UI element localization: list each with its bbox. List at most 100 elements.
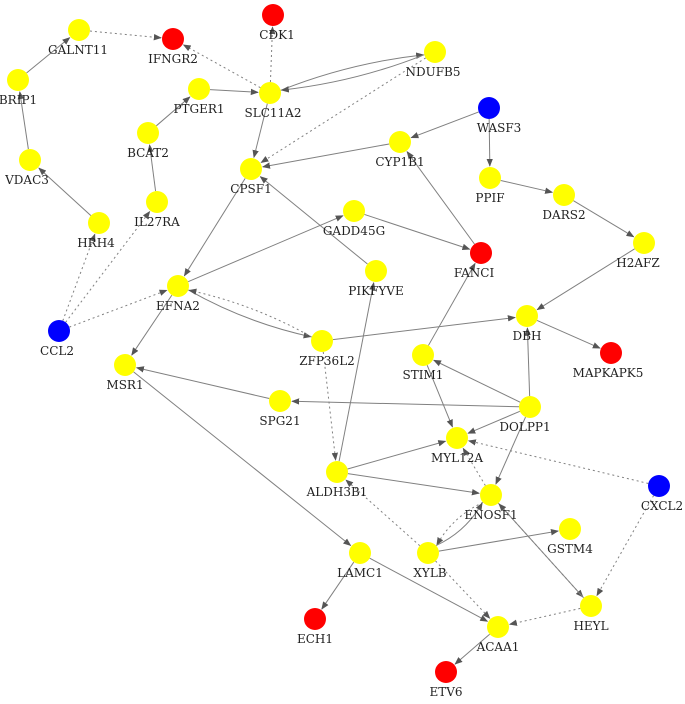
edge-slc11a2-to-ndufb5 (280, 52, 425, 91)
node-stim1[interactable]: STIM1 (403, 344, 444, 382)
node-circle-lamc1[interactable] (349, 542, 371, 564)
node-slc11a2[interactable]: SLC11A2 (245, 82, 302, 120)
node-circle-dars2[interactable] (553, 184, 575, 206)
node-circle-dolpp1[interactable] (519, 396, 541, 418)
node-circle-cyp1b1[interactable] (389, 131, 411, 153)
node-label-ifngr2: IFNGR2 (148, 52, 198, 66)
edge-dolpp1-to-stim1 (433, 359, 521, 403)
node-heyl[interactable]: HEYL (573, 595, 609, 633)
node-etv6[interactable]: ETV6 (429, 661, 463, 699)
node-dolpp1[interactable]: DOLPP1 (499, 396, 551, 434)
node-zfp36l2[interactable]: ZFP36L2 (299, 330, 355, 368)
node-mapkapk5[interactable]: MAPKAPK5 (573, 342, 644, 380)
node-cyp1b1[interactable]: CYP1B1 (375, 131, 425, 169)
node-circle-cxcl2[interactable] (648, 475, 670, 497)
node-circle-galnt11[interactable] (68, 19, 90, 41)
node-dbh[interactable]: DBH (513, 305, 542, 343)
node-circle-ifngr2[interactable] (162, 28, 184, 50)
edge-lamc1-to-acaa1 (369, 557, 489, 622)
edge-cxcl2-to-heyl (596, 495, 655, 597)
node-spg21[interactable]: SPG21 (259, 390, 301, 428)
node-ifngr2[interactable]: IFNGR2 (148, 28, 198, 66)
node-cpsf1[interactable]: CPSF1 (230, 158, 272, 196)
node-circle-enosf1[interactable] (480, 484, 502, 506)
edge-h2afz-to-dbh (536, 248, 635, 311)
edge-brip1-to-galnt11 (26, 37, 71, 74)
edge-dolpp1-to-dbh (524, 327, 531, 397)
node-circle-cdk1[interactable] (262, 4, 284, 26)
node-circle-hrh4[interactable] (88, 212, 110, 234)
node-circle-brip1[interactable] (7, 69, 29, 91)
node-cxcl2[interactable]: CXCL2 (641, 475, 683, 513)
node-label-dars2: DARS2 (542, 208, 585, 222)
node-brip1[interactable]: BRIP1 (0, 69, 37, 107)
node-enosf1[interactable]: ENOSF1 (464, 484, 518, 522)
node-circle-msr1[interactable] (114, 354, 136, 376)
node-dars2[interactable]: DARS2 (542, 184, 586, 222)
node-xylb[interactable]: XYLB (413, 542, 447, 580)
node-ech1[interactable]: ECH1 (297, 608, 333, 646)
node-circle-gadd45g[interactable] (343, 200, 365, 222)
node-vdac3[interactable]: VDAC3 (4, 149, 49, 187)
node-circle-aldh3b1[interactable] (326, 461, 348, 483)
node-ndufb5[interactable]: NDUFB5 (405, 41, 461, 79)
node-h2afz[interactable]: H2AFZ (616, 232, 660, 270)
node-label-pikfyve: PIKFYVE (348, 284, 403, 298)
node-circle-spg21[interactable] (269, 390, 291, 412)
node-circle-ndufb5[interactable] (424, 41, 446, 63)
node-circle-ccl2[interactable] (48, 320, 70, 342)
node-myl12a[interactable]: MYL12A (431, 427, 483, 465)
node-circle-zfp36l2[interactable] (311, 330, 333, 352)
node-galnt11[interactable]: GALNT11 (48, 19, 108, 57)
node-circle-vdac3[interactable] (19, 149, 41, 171)
node-circle-ptger1[interactable] (188, 78, 210, 100)
node-fanci[interactable]: FANCI (454, 242, 495, 280)
node-circle-cpsf1[interactable] (240, 158, 262, 180)
node-circle-gstm4[interactable] (559, 518, 581, 540)
node-circle-efna2[interactable] (167, 275, 189, 297)
node-acaa1[interactable]: ACAA1 (476, 616, 520, 654)
node-circle-il27ra[interactable] (146, 191, 168, 213)
node-circle-ppif[interactable] (479, 167, 501, 189)
node-gstm4[interactable]: GSTM4 (547, 518, 593, 556)
node-label-cdk1: CDK1 (259, 28, 294, 42)
node-bcat2[interactable]: BCAT2 (127, 122, 169, 160)
node-circle-acaa1[interactable] (487, 616, 509, 638)
node-wasf3[interactable]: WASF3 (477, 97, 522, 135)
node-circle-xylb[interactable] (417, 542, 439, 564)
node-label-il27ra: IL27RA (134, 215, 180, 229)
edge-slc11a2-to-cdk1 (269, 26, 276, 83)
node-efna2[interactable]: EFNA2 (156, 275, 200, 313)
node-circle-myl12a[interactable] (446, 427, 468, 449)
node-il27ra[interactable]: IL27RA (134, 191, 180, 229)
node-hrh4[interactable]: HRH4 (77, 212, 115, 250)
node-circle-h2afz[interactable] (633, 232, 655, 254)
node-circle-pikfyve[interactable] (365, 260, 387, 282)
node-circle-dbh[interactable] (516, 305, 538, 327)
node-gadd45g[interactable]: GADD45G (323, 200, 385, 238)
node-circle-heyl[interactable] (580, 595, 602, 617)
edge-acaa1-to-etv6 (454, 633, 491, 665)
edge-zfp36l2-to-aldh3b1 (322, 351, 338, 461)
node-pikfyve[interactable]: PIKFYVE (348, 260, 404, 298)
node-circle-fanci[interactable] (470, 242, 492, 264)
node-circle-stim1[interactable] (412, 344, 434, 366)
node-ccl2[interactable]: CCL2 (40, 320, 74, 358)
node-ppif[interactable]: PPIF (475, 167, 505, 205)
node-aldh3b1[interactable]: ALDH3B1 (306, 461, 368, 499)
node-circle-ech1[interactable] (304, 608, 326, 630)
node-label-ccl2: CCL2 (40, 344, 74, 358)
node-circle-etv6[interactable] (435, 661, 457, 683)
node-circle-wasf3[interactable] (478, 97, 500, 119)
node-circle-bcat2[interactable] (137, 122, 159, 144)
edge-ppif-to-dars2 (500, 179, 554, 194)
node-lamc1[interactable]: LAMC1 (337, 542, 383, 580)
node-circle-slc11a2[interactable] (259, 82, 281, 104)
node-msr1[interactable]: MSR1 (106, 354, 144, 392)
node-cdk1[interactable]: CDK1 (259, 4, 295, 42)
node-label-dbh: DBH (513, 329, 542, 343)
node-circle-mapkapk5[interactable] (600, 342, 622, 364)
node-ptger1[interactable]: PTGER1 (173, 78, 225, 116)
